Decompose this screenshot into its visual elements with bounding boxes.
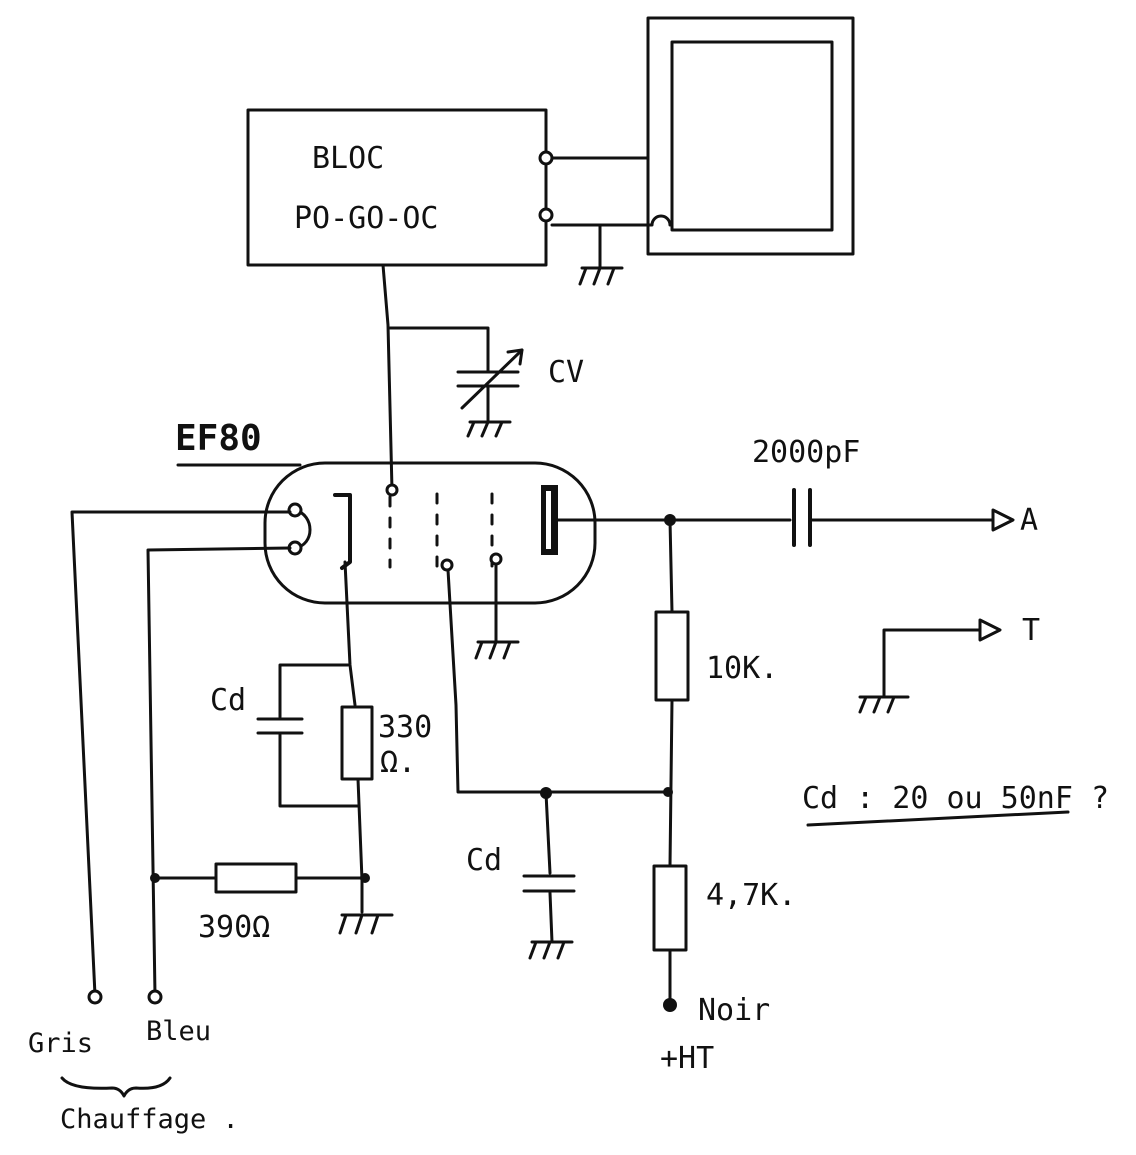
ground-t — [858, 695, 910, 714]
cd-note: Cd : 20 ou 50nF ? — [802, 781, 1109, 816]
ht-label: +HT — [660, 1041, 714, 1076]
tube-label: EF80 — [175, 418, 262, 459]
cathode-resistor-value: 330 — [378, 710, 432, 745]
output-t-wire — [882, 628, 982, 699]
heater-resistor — [214, 862, 298, 894]
cathode-cd-label: Cd — [210, 683, 246, 718]
output-t-label: T — [1022, 613, 1040, 648]
ground-bloc — [578, 223, 624, 286]
screen-cd-label: Cd — [466, 843, 502, 878]
cathode-cd-capacitor — [256, 717, 304, 735]
coupling-capacitor-value: 2000pF — [752, 435, 860, 470]
cv-tap-wire — [388, 326, 490, 374]
cathode-cd-wire-top — [278, 663, 350, 719]
noir-label: Noir — [698, 993, 770, 1028]
bleu-heater-wire — [146, 546, 292, 997]
ground-screen — [528, 940, 574, 960]
screen-cd-capacitor — [522, 874, 576, 893]
ef80-tube — [263, 461, 597, 605]
cv-variable-capacitor — [456, 348, 524, 422]
output-a-label: A — [1020, 503, 1038, 538]
cd-note-underline — [806, 810, 1070, 827]
gris-heater-wire — [70, 510, 292, 997]
bleu-terminal — [147, 989, 163, 1005]
chauffage-label: Chauffage . — [60, 1104, 239, 1135]
ground-suppressor — [474, 640, 520, 660]
cathode-wire — [343, 560, 357, 707]
cathode-cd-wire-bottom — [278, 733, 360, 808]
cv-label: CV — [548, 355, 584, 390]
heater-resistor-value: 390Ω — [198, 910, 270, 945]
plate-resistor — [654, 610, 690, 702]
cathode-resistor-unit: Ω. — [380, 745, 416, 780]
bloc-to-grid-wire — [381, 263, 394, 492]
screen-resistor — [652, 864, 688, 952]
bloc-box: BLOC PO-GO-OC — [246, 108, 554, 267]
gris-terminal — [87, 989, 103, 1005]
coupling-capacitor — [792, 488, 812, 547]
output-a-arrow — [991, 508, 1015, 532]
output-t-arrow — [978, 618, 1002, 642]
bloc-subtitle: PO-GO-OC — [294, 201, 439, 236]
frame-antenna — [550, 16, 855, 256]
screen-resistor-value: 4,7K. — [706, 878, 796, 913]
bleu-label: Bleu — [146, 1016, 211, 1047]
screen-grid-wire — [446, 568, 670, 794]
ht-terminal — [663, 998, 677, 1012]
plate-resistor-value: 10K. — [706, 651, 778, 686]
bloc-title: BLOC — [312, 141, 384, 176]
chauffage-brace — [60, 1076, 172, 1098]
ground-cathode — [338, 913, 394, 935]
gris-label: Gris — [28, 1028, 93, 1059]
ground-cv — [466, 420, 512, 438]
cathode-resistor — [340, 705, 374, 781]
